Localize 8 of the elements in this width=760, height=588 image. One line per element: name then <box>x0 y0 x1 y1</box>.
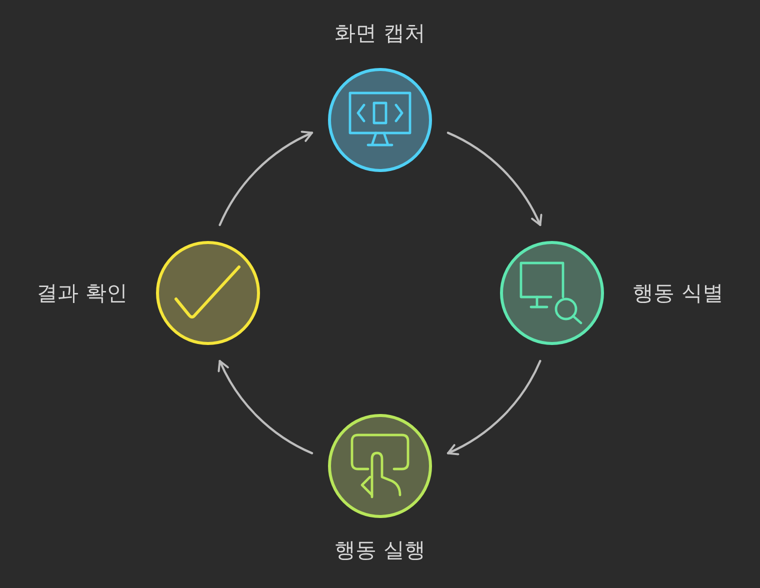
curved-arrow <box>446 132 542 226</box>
step-label: 결과 확인 <box>36 280 128 307</box>
step-label: 행동 실행 <box>334 537 426 564</box>
curved-arrow <box>218 131 314 226</box>
curved-arrow <box>446 360 542 455</box>
step-label: 화면 캡처 <box>334 20 426 47</box>
step-label: 행동 식별 <box>632 280 724 307</box>
curved-arrow <box>218 360 314 454</box>
